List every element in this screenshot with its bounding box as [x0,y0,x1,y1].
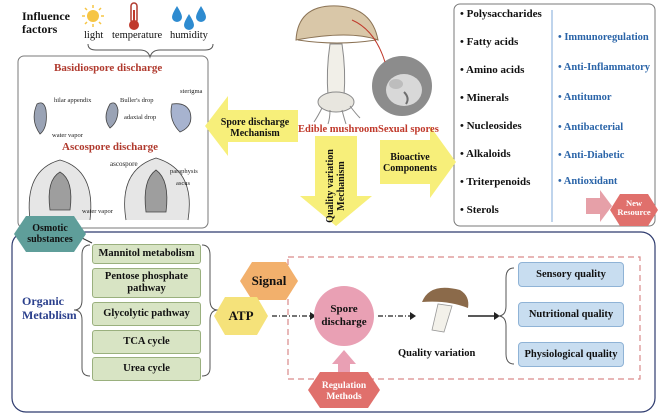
influence-brace [87,43,214,59]
component-label: Sterols [466,204,499,216]
component-label: Triterpenoids [466,176,531,188]
component-label: Minerals [466,92,509,104]
humidity-label: humidity [170,30,208,41]
organic-metabolism-label: Organic Metablism [22,294,77,322]
bioactivity-label: Anti-Diabetic [563,150,625,161]
pathway-glycolytic: Glycolytic pathway [92,302,201,326]
component-label: Amino acids [466,64,525,76]
temperature-label: temperature [112,30,163,41]
physiological-quality-box: Physiological quality [518,342,624,367]
component-item: • Alkaloids [460,148,511,160]
ascospore-sketches [28,157,190,221]
bioactivity-item: • Anti-Diabetic [558,150,625,161]
water-drop-icon [172,6,206,30]
water-vapor-label-1: water vapor [52,132,83,139]
bullers-drop-label: Buller's drop [120,97,154,104]
bioactivity-label: Antioxidant [563,176,618,187]
bioactive-components-label: Bioactive Components [383,152,437,174]
thermometer-icon [129,2,139,30]
bioactivity-label: Antibacterial [563,122,624,133]
bioactivity-item: • Anti-Inflammatory [558,62,651,73]
arrow-left-spore-mechanism [205,96,298,156]
spore-discharge-circle [314,286,374,346]
regulation-hexagon [308,372,380,408]
spore-mechanism-label: Spore discharge Mechanism [220,117,290,139]
spore-discharge-label: Spore discharge [321,303,367,328]
pathway-urea: Urea cycle [92,357,201,381]
adaxial-drop-label: adaxial drop [124,114,157,121]
signal-hexagon [240,262,298,300]
atp-label: ATP [228,308,254,323]
ascospore-label: ascospore [110,160,138,168]
sensory-quality-box: Sensory quality [518,262,624,287]
new-resource-arrow [586,190,612,222]
bioactivity-label: Immunoregulation [564,32,649,43]
paraphysis-label: paraphysis [170,168,198,175]
hilar-appendix-label: hilar appendix [54,97,92,104]
component-label: Alkaloids [466,148,511,160]
new-resource-hexagon [610,194,658,226]
quality-brace [497,267,515,365]
pathway-pentose: Pentose phosphate pathway [92,268,201,298]
regulation-methods-label: Regulation Methods [321,381,367,402]
bioactivity-item: • Antioxidant [558,176,618,187]
quality-variation-label: Quality variation [398,348,476,359]
light-label: light [84,30,104,41]
component-item: • Amino acids [460,64,525,76]
bioactivity-label: Antitumor [563,92,612,103]
atp-hexagon [214,297,268,335]
small-mushroom-illustration [422,287,469,333]
ascus-label: ascus [176,180,191,187]
bioactivity-item: • Immunoregulation [558,32,649,43]
edible-mushroom-label: Edible mushroom [298,124,379,135]
component-item: • Nucleosides [460,120,522,132]
bioactivity-item: • Antitumor [558,92,612,103]
mushroom-illustration [295,5,379,125]
arrow-down-quality [300,136,372,226]
spore-link-line [351,19,386,63]
basidiospore-title: Basidiospore discharge [54,62,163,74]
component-item: • Sterols [460,204,499,216]
water-vapor-label-2: water vapor [82,208,113,215]
pathway-tca: TCA cycle [92,330,201,354]
bioactivity-item: • Antibacterial [558,122,624,133]
sexual-spores-label: Sexual spores [378,124,439,135]
spore-micrograph [372,56,432,116]
arrow-right-bioactive [380,126,456,198]
influence-title: Influence factors [22,9,70,36]
osmotic-label: Osmotic substances [27,223,73,245]
component-label: Nucleosides [466,120,522,132]
sterigma-label: sterigma [180,88,203,95]
component-item: • Polysaccharides [460,8,542,20]
component-item: • Triterpenoids [460,176,531,188]
bioactivity-label: Anti-Inflammatory [563,62,651,73]
bioactive-panel [453,3,656,227]
ascospore-title: Ascospore discharge [62,141,159,153]
basidiospore-sketches [33,102,192,135]
component-item: • Minerals [460,92,509,104]
signal-label: Signal [251,273,287,288]
metabolism-frame [11,231,656,413]
pathway-left-brace [73,244,91,377]
component-label: Fatty acids [466,36,519,48]
component-item: • Fatty acids [460,36,519,48]
nutritional-quality-box: Nutritional quality [518,302,624,327]
pathway-mannitol: Mannitol metabolism [92,244,201,264]
sun-icon [82,5,104,27]
osmotic-hexagon [14,216,86,252]
new-resource-label: New Resource [617,198,651,217]
dashed-regulation-box [287,256,641,380]
quality-mechanism-label: Quality variation Mechanism [325,149,347,223]
component-label: Polysaccharides [466,8,542,20]
